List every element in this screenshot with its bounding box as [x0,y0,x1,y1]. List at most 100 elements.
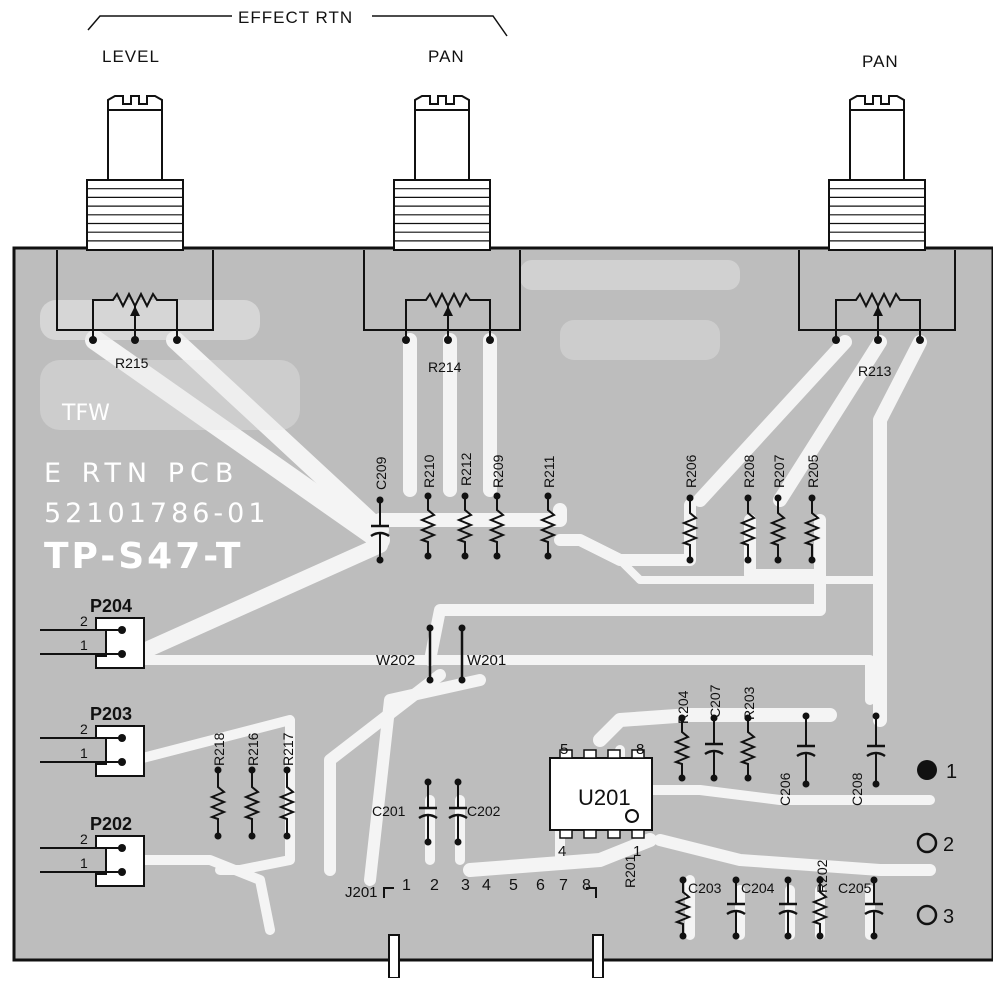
ic-u201: U201 5 8 4 1 [549,741,653,860]
resistor-r218: R218 [209,732,227,840]
label-c205: C205 [838,880,872,896]
resistor-r204: R204 [673,690,691,782]
resistor-r202: R202 [811,859,830,940]
label-c201: C201 [372,803,406,819]
label-c204: C204 [741,880,775,896]
terminal-1-label: 1 [946,761,957,783]
label-r212: R212 [458,452,474,486]
resistor-r203: R203 [739,686,757,782]
resistor-r208: R208 [739,454,757,564]
label-r202: R202 [814,859,830,893]
label-p204: P204 [90,596,132,616]
label-r204: R204 [675,690,691,724]
capacitor-c209: C209 [370,456,390,564]
label-r209: R209 [490,454,506,488]
resistor-r209: R209 [488,454,506,560]
capacitor-c208: C208 [849,712,886,806]
label-r206: R206 [683,454,699,488]
header: EFFECT RTN LEVEL PAN PAN [87,8,899,71]
output-terminals: 1 2 3 [916,760,957,928]
pot-r214: R214 [402,291,494,375]
pin-label-p203-2: 2 [80,721,88,737]
label-c208: C208 [849,772,865,806]
knob-pan-2 [798,95,956,331]
resistor-r207: R207 [769,454,787,564]
resistor-r201: R201 [622,854,692,940]
silk-tfw: TFW [61,401,110,426]
label-c203: C203 [688,880,722,896]
capacitor-c204: C204 [741,876,798,940]
jumper-wires: W202 W201 [376,624,506,684]
j201-pin-5: 5 [509,877,518,894]
label-r218: R218 [211,732,227,766]
label-c202: C202 [467,803,501,819]
label-r210: R210 [421,454,437,488]
effect-rtn-label: EFFECT RTN [238,8,353,27]
j201-pin-1: 1 [402,877,411,894]
capacitor-c205: C205 [838,876,884,940]
capacitor-c202: C202 [448,778,501,846]
silk-part-number: 52101786-01 [44,498,270,529]
potentiometer-knobs [56,95,956,331]
pan-label-1: PAN [428,47,465,66]
effect-rtn-bracket-right [372,15,508,37]
level-label: LEVEL [102,47,160,66]
label-p203: P203 [90,704,132,724]
j201-pin-6: 6 [536,877,545,894]
board-silk: TFW E RTN PCB 52101786-01 TP-S47-T [44,401,270,577]
silk-pcb-name: E RTN PCB [44,458,239,489]
ic-body [549,757,653,831]
resistor-r212: R212 [456,452,474,560]
resistor-r211: R211 [539,455,557,560]
label-r208: R208 [741,454,757,488]
label-r203: R203 [741,686,757,720]
label-r211: R211 [541,455,557,488]
j201-pin-2: 2 [430,877,439,894]
j201-pin-4: 4 [482,877,491,894]
label-r213: R213 [858,363,892,379]
label-r216: R216 [245,732,261,766]
terminal-3 [916,904,938,926]
terminal-1 [917,760,937,780]
label-r201: R201 [622,854,638,888]
terminal-3-label: 3 [943,906,954,928]
label-w202: W202 [376,652,415,669]
connector-p202: 2 1 P202 [40,814,145,887]
pin-label-p204-1: 1 [80,637,88,653]
terminal-2 [916,832,938,854]
pan-label-2: PAN [862,52,899,71]
pin-label-p202-1: 1 [80,855,88,871]
terminal-2-label: 2 [943,834,954,856]
pot-r215: R215 [89,291,181,371]
capacitor-c206: C206 [777,712,816,806]
resistor-r216: R216 [243,732,261,840]
label-r215: R215 [115,355,149,371]
capacitor-c203: C203 [688,876,746,940]
ic-pin-8: 8 [636,741,644,758]
label-c206: C206 [777,772,793,806]
j201-pin-7: 7 [559,877,568,894]
label-r217: R217 [280,732,296,766]
j201-pin-3: 3 [461,877,470,894]
ic-pin-1: 1 [633,843,641,860]
capacitor-c207: C207 [704,684,724,782]
ic-pin1-mark [625,809,639,823]
label-p202: P202 [90,814,132,834]
resistor-r206: R206 [681,454,699,564]
pin-label-p202-2: 2 [80,831,88,847]
connector-p204: 2 1 P204 [40,596,145,669]
j201-pin-8: 8 [582,877,591,894]
pin-label-p204-2: 2 [80,613,88,629]
knob-pan-1 [363,95,521,331]
pot-r213: R213 [832,291,924,379]
label-j201: J201 [345,884,378,901]
label-w201: W201 [467,652,506,669]
capacitor-c201: C201 [372,778,438,846]
resistor-r210: R210 [419,454,437,560]
